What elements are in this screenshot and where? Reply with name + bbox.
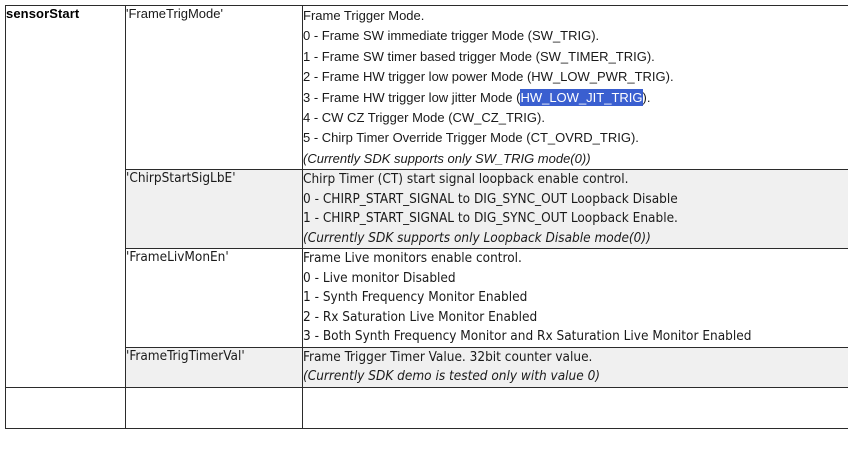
table-row: sensorStart 'FrameTrigMode' Frame Trigger … xyxy=(5,4,848,388)
description-line: 5 - Chirp Timer Override Trigger Mode (C… xyxy=(303,130,639,146)
description-line: Frame Trigger Mode. xyxy=(303,8,425,23)
description-line: Frame Live monitors enable control. xyxy=(303,250,522,267)
description-line: 2 - Rx Saturation Live Monitor Enabled xyxy=(303,308,538,325)
description-note-line: (Currently SDK supports only Loopback Di… xyxy=(303,229,651,246)
table-row: 'FrameLivMonEn' Frame Live monitors enabl… xyxy=(6,248,848,348)
description-note-line: (Currently SDK demo is tested only with … xyxy=(303,368,601,385)
command-group-label: sensorStart xyxy=(6,6,80,21)
description-line: 1 - Frame SW timer based trigger Mode (S… xyxy=(303,48,655,64)
table-row-partial xyxy=(5,386,848,429)
parameter-name-cell: 'ChirpStartSigLbE' xyxy=(125,169,303,250)
parameter-description-cell: Frame Trigger Mode. 0 - Frame SW immediat… xyxy=(302,4,848,171)
description-line: 3 - Both Synth Frequency Monitor and Rx … xyxy=(303,328,752,345)
table-row: 'FrameTrigTimerVal' Frame Trigger Timer V… xyxy=(6,346,848,388)
parameter-name-label: 'FrameLivMonEn' xyxy=(126,249,229,266)
table-cell-partial-desc xyxy=(302,386,848,429)
parameter-name-cell: 'FrameLivMonEn' xyxy=(125,248,303,348)
parameter-name-cell: 'FrameTrigTimerVal' xyxy=(125,346,303,388)
parameter-name-label: 'ChirpStartSigLbE' xyxy=(126,170,236,187)
description-line: 0 - CHIRP_START_SIGNAL to DIG_SYNC_OUT L… xyxy=(303,190,678,207)
selected-text-highlight[interactable]: HW_LOW_JIT_TRIG xyxy=(520,88,643,106)
description-line: 0 - Frame SW immediate trigger Mode (SW_… xyxy=(303,28,600,44)
parameter-documentation-table: sensorStart 'FrameTrigMode' Frame Trigger … xyxy=(5,4,848,429)
description-line: 4 - CW CZ Trigger Mode (CW_CZ_TRIG). xyxy=(303,110,545,126)
parameter-description-cell: Frame Trigger Timer Value. 32bit counter… xyxy=(302,346,848,388)
parameter-name-label: 'FrameTrigMode' xyxy=(126,6,223,21)
description-line: 0 - Live monitor Disabled xyxy=(303,269,456,286)
description-text-before-selection: 3 - Frame HW trigger low jitter Mode ( xyxy=(303,89,521,105)
parameter-description-cell: Chirp Timer (CT) start signal loopback e… xyxy=(302,169,848,250)
command-group-cell: sensorStart xyxy=(5,5,126,388)
description-line: 1 - CHIRP_START_SIGNAL to DIG_SYNC_OUT L… xyxy=(303,210,678,227)
description-line: 1 - Synth Frequency Monitor Enabled xyxy=(303,289,528,306)
description-line: 2 - Frame HW trigger low power Mode (HW_… xyxy=(303,69,674,85)
parameter-name-label: 'FrameTrigTimerVal' xyxy=(126,347,245,364)
parameter-description-cell: Frame Live monitors enable control. 0 - L… xyxy=(302,248,848,348)
description-text-after-selection: ). xyxy=(642,89,651,105)
table-body: sensorStart 'FrameTrigMode' Frame Trigger … xyxy=(5,4,848,429)
description-line: Frame Trigger Timer Value. 32bit counter… xyxy=(303,348,593,365)
table-row: 'ChirpStartSigLbE' Chirp Timer (CT) start… xyxy=(6,169,848,250)
parameter-name-cell: 'FrameTrigMode' xyxy=(125,4,303,171)
description-line: Chirp Timer (CT) start signal loopback e… xyxy=(303,171,629,188)
description-note-line: (Currently SDK supports only SW_TRIG mod… xyxy=(303,150,591,166)
table-cell-partial-param xyxy=(125,386,303,429)
description-line: 3 - Frame HW trigger low jitter Mode (HW… xyxy=(303,88,848,108)
table-cell-partial-group xyxy=(5,386,126,429)
